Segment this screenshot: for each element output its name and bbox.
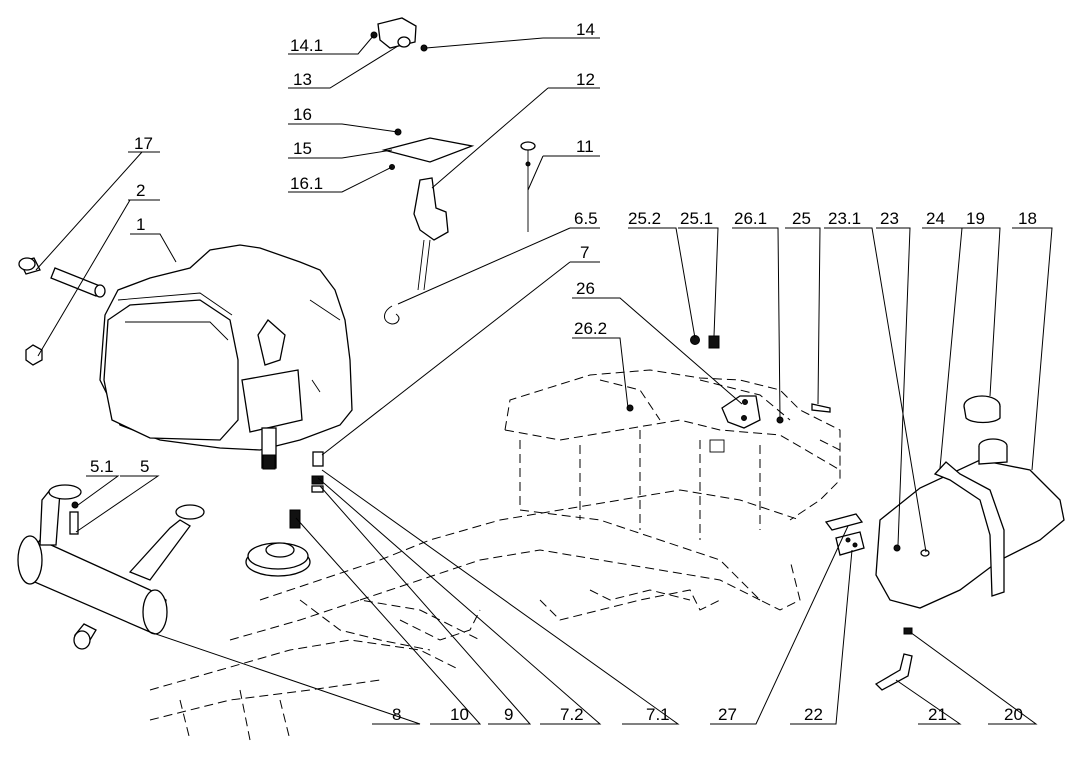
callout-15: 15	[293, 139, 312, 158]
callout-14.1: 14.1	[290, 36, 323, 55]
callout-16: 16	[293, 105, 312, 124]
callout-13: 13	[293, 70, 312, 89]
bracket-part-22-27	[824, 513, 865, 556]
lever-part-12	[413, 177, 449, 291]
callout-25.1: 25.1	[680, 209, 713, 228]
callout-12: 12	[576, 70, 595, 89]
pipe-part-2	[50, 267, 106, 298]
callout-26: 26	[576, 279, 595, 298]
callout-16.1: 16.1	[290, 174, 323, 193]
callout-9: 9	[504, 705, 513, 724]
callout-23: 23	[880, 209, 899, 228]
hose-part-21	[874, 653, 913, 691]
plate-part-15	[381, 128, 475, 170]
callout-5.1: 5.1	[90, 457, 114, 476]
callout-17: 17	[134, 134, 153, 153]
fasteners-part-25	[690, 335, 831, 424]
callout-1: 1	[136, 215, 145, 234]
callout-7.1: 7.1	[646, 705, 670, 724]
callout-21: 21	[928, 705, 947, 724]
callout-2: 2	[136, 181, 145, 200]
callout-5: 5	[140, 457, 149, 476]
callout-26.1: 26.1	[734, 209, 767, 228]
dipstick-part-11	[520, 141, 536, 232]
fitting-part-17	[18, 257, 41, 275]
callout-19: 19	[966, 209, 985, 228]
bolt-part-7	[311, 451, 324, 493]
callout-23.1: 23.1	[828, 209, 861, 228]
callout-8: 8	[392, 705, 401, 724]
callout-22: 22	[804, 705, 823, 724]
callout-25: 25	[792, 209, 811, 228]
callout-27: 27	[718, 705, 737, 724]
hook-part-6.5	[384, 305, 400, 325]
strap-part-24	[933, 461, 1005, 597]
fuel-tank-part-18	[875, 438, 1065, 635]
callout-6.5: 6.5	[574, 209, 598, 228]
callout-14: 14	[576, 20, 595, 39]
engine-part-1	[99, 244, 353, 470]
fuel-cap-part-19	[963, 395, 1001, 424]
callout-11: 11	[576, 137, 594, 156]
bracket-part-13	[370, 17, 428, 52]
callout-25.2: 25.2	[628, 209, 661, 228]
pulley-part-10	[245, 509, 311, 577]
leader-lines	[35, 34, 1053, 725]
callout-labels: 14.1 13 14 12 16 15 16.1 11 17 2 1 6.5 7…	[90, 20, 1037, 724]
muffler-part-8	[17, 484, 205, 650]
nut-part	[25, 344, 43, 366]
bracket-part-26	[626, 395, 761, 429]
callout-7: 7	[580, 243, 589, 262]
callout-10: 10	[450, 705, 469, 724]
callout-26.2: 26.2	[574, 319, 607, 338]
callout-20: 20	[1004, 705, 1023, 724]
callout-18: 18	[1018, 209, 1037, 228]
callout-7.2: 7.2	[560, 705, 584, 724]
callout-24: 24	[926, 209, 945, 228]
